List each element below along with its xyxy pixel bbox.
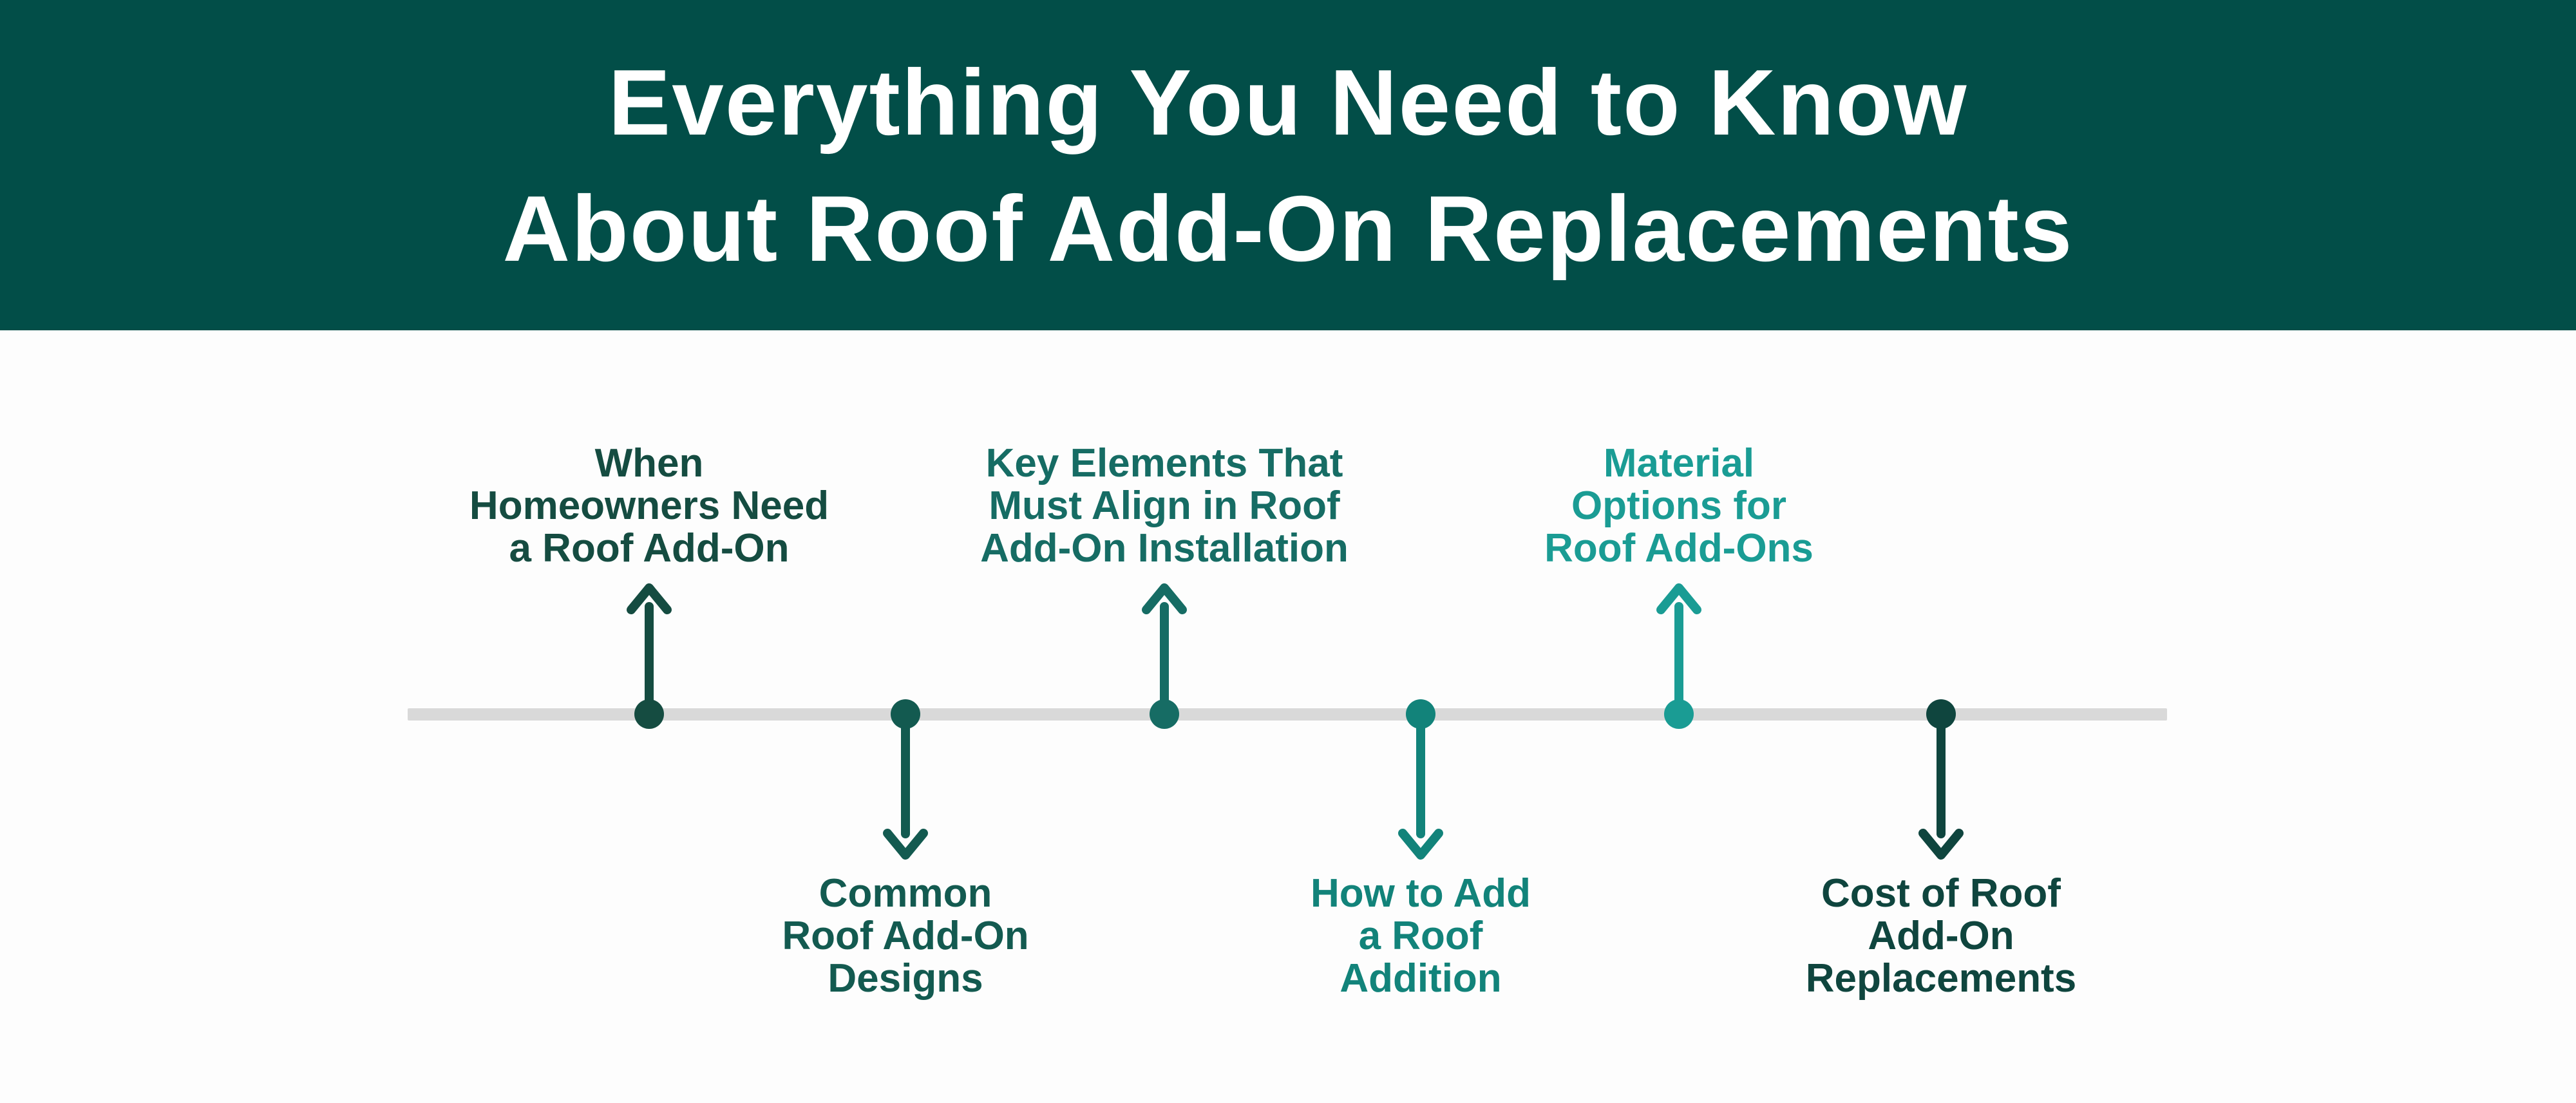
- label-line: Addition: [1340, 956, 1502, 1001]
- timeline-item-key-elements: Key Elements That Must Align in Roof Add…: [920, 0, 1409, 1103]
- timeline-item-when-homeowners-need: When Homeowners Need a Roof Add-On: [404, 0, 894, 1103]
- timeline-item-common-designs: Common Roof Add-On Designs: [661, 0, 1150, 1103]
- timeline-item-label: Common Roof Add-On Designs: [661, 872, 1150, 1000]
- label-line: Key Elements That: [985, 441, 1343, 486]
- label-line: Roof Add-On: [782, 914, 1029, 958]
- label-line: How to Add: [1310, 871, 1531, 916]
- label-line: Add-On: [1868, 914, 2014, 958]
- label-line: Must Align in Roof: [989, 484, 1340, 528]
- timeline-item-label: Cost of Roof Add-On Replacements: [1696, 872, 2186, 1000]
- arrow-shaft: [1937, 715, 1946, 838]
- timeline-item-material-options: Material Options for Roof Add-Ons: [1434, 0, 1924, 1103]
- timeline-dot: [1926, 699, 1956, 729]
- label-line: When: [594, 441, 704, 486]
- page-title: Everything You Need to Know About Roof A…: [502, 39, 2073, 292]
- label-line: Homeowners Need: [469, 484, 829, 528]
- arrow-head: [627, 583, 672, 614]
- arrow-head: [1398, 829, 1443, 860]
- label-line: Material: [1603, 441, 1755, 486]
- label-line: Replacements: [1805, 956, 2077, 1001]
- header-banner: Everything You Need to Know About Roof A…: [0, 0, 2576, 330]
- timeline-dot: [1406, 699, 1435, 729]
- timeline-item-how-to-add: How to Add a Roof Addition: [1176, 0, 1665, 1103]
- timeline-dot: [1150, 699, 1179, 729]
- label-line: Options for: [1571, 484, 1787, 528]
- label-line: a Roof: [1358, 914, 1483, 958]
- arrow-shaft: [1160, 602, 1169, 715]
- timeline-item-label: When Homeowners Need a Roof Add-On: [404, 442, 894, 570]
- arrow-head: [1656, 583, 1701, 614]
- arrow-shaft: [645, 602, 654, 715]
- arrow-shaft: [1674, 602, 1683, 715]
- timeline-item-label: Key Elements That Must Align in Roof Add…: [920, 442, 1409, 570]
- title-line-2: About Roof Add-On Replacements: [502, 176, 2074, 281]
- arrow-head: [1918, 829, 1964, 860]
- label-line: Add-On Installation: [980, 526, 1349, 570]
- label-line: Roof Add-Ons: [1544, 526, 1814, 570]
- arrow-head: [1142, 583, 1187, 614]
- arrow-head: [883, 829, 928, 860]
- timeline-dot: [634, 699, 664, 729]
- arrow-shaft: [901, 715, 910, 838]
- timeline-item-label: How to Add a Roof Addition: [1176, 872, 1665, 1000]
- timeline-dot: [891, 699, 920, 729]
- label-line: Designs: [828, 956, 983, 1001]
- arrow-shaft: [1416, 715, 1425, 838]
- timeline-item-label: Material Options for Roof Add-Ons: [1434, 442, 1924, 570]
- timeline-dot: [1664, 699, 1694, 729]
- label-line: Cost of Roof: [1821, 871, 2061, 916]
- label-line: a Roof Add-On: [509, 526, 790, 570]
- timeline-item-cost-replacements: Cost of Roof Add-On Replacements: [1696, 0, 2186, 1103]
- label-line: Common: [819, 871, 992, 916]
- timeline-line: [408, 708, 2167, 721]
- title-line-1: Everything You Need to Know: [608, 50, 1968, 155]
